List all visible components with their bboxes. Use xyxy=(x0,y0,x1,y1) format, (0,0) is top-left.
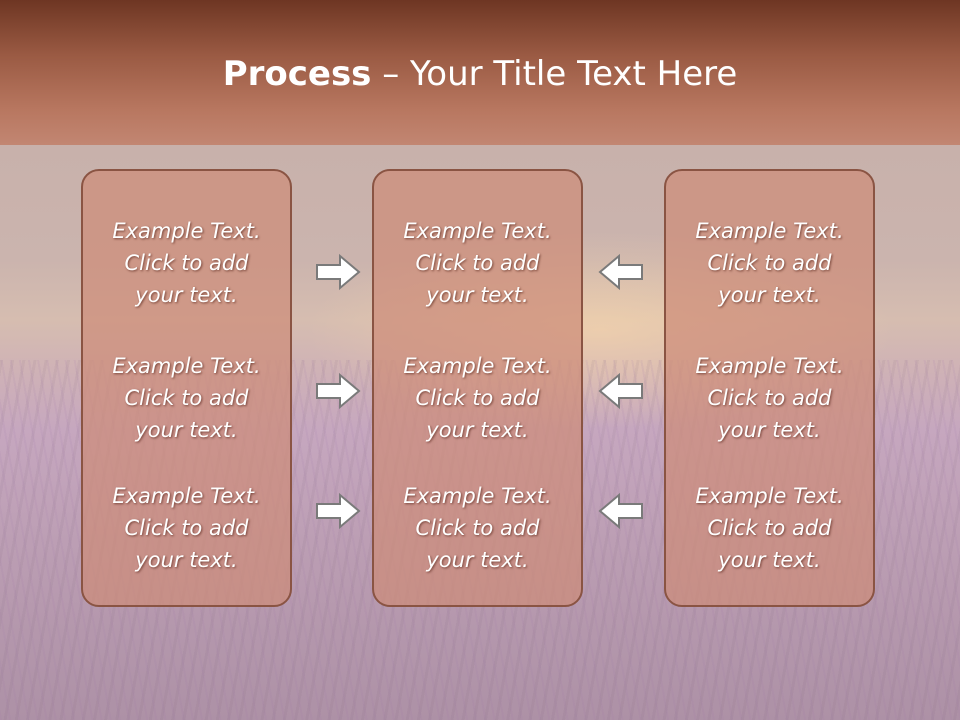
left-arrow-icon xyxy=(598,253,643,291)
text-line: your text. xyxy=(426,283,529,307)
text-line: Example Text. xyxy=(403,484,552,508)
left-arrow-icon xyxy=(598,492,643,530)
text-block[interactable]: Example Text. Click to add your text. xyxy=(83,215,290,311)
text-line: your text. xyxy=(718,548,821,572)
text-line: Example Text. xyxy=(403,354,552,378)
text-block[interactable]: Example Text. Click to add your text. xyxy=(374,350,581,446)
text-line: Click to add xyxy=(707,251,832,275)
text-line: Example Text. xyxy=(695,219,844,243)
text-line: your text. xyxy=(426,548,529,572)
text-line: Click to add xyxy=(415,516,540,540)
text-block[interactable]: Example Text. Click to add your text. xyxy=(83,480,290,576)
text-line: Click to add xyxy=(707,516,832,540)
text-block[interactable]: Example Text. Click to add your text. xyxy=(374,480,581,576)
left-arrow-icon xyxy=(598,372,643,410)
right-arrow-icon xyxy=(316,492,361,530)
text-line: Click to add xyxy=(415,251,540,275)
title-bar xyxy=(0,0,960,145)
process-box-right[interactable]: Example Text. Click to add your text. Ex… xyxy=(664,169,875,607)
text-line: your text. xyxy=(718,283,821,307)
text-block[interactable]: Example Text. Click to add your text. xyxy=(666,215,873,311)
text-block[interactable]: Example Text. Click to add your text. xyxy=(83,350,290,446)
text-line: your text. xyxy=(135,418,238,442)
text-line: Example Text. xyxy=(112,354,261,378)
text-line: your text. xyxy=(135,283,238,307)
title-rest-text: – Your Title Text Here xyxy=(371,54,738,94)
text-line: Click to add xyxy=(124,516,249,540)
slide-title[interactable]: Process – Your Title Text Here xyxy=(0,52,960,96)
text-line: your text. xyxy=(718,418,821,442)
text-line: Click to add xyxy=(415,386,540,410)
right-arrow-icon xyxy=(316,253,361,291)
text-line: Click to add xyxy=(707,386,832,410)
process-box-center[interactable]: Example Text. Click to add your text. Ex… xyxy=(372,169,583,607)
title-bold-text: Process xyxy=(222,54,372,94)
text-line: Example Text. xyxy=(695,484,844,508)
text-line: Example Text. xyxy=(695,354,844,378)
text-line: your text. xyxy=(426,418,529,442)
text-line: Click to add xyxy=(124,386,249,410)
process-box-left[interactable]: Example Text. Click to add your text. Ex… xyxy=(81,169,292,607)
text-line: your text. xyxy=(135,548,238,572)
text-line: Example Text. xyxy=(403,219,552,243)
text-block[interactable]: Example Text. Click to add your text. xyxy=(666,350,873,446)
right-arrow-icon xyxy=(316,372,361,410)
text-block[interactable]: Example Text. Click to add your text. xyxy=(666,480,873,576)
text-line: Example Text. xyxy=(112,484,261,508)
text-block[interactable]: Example Text. Click to add your text. xyxy=(374,215,581,311)
text-line: Example Text. xyxy=(112,219,261,243)
text-line: Click to add xyxy=(124,251,249,275)
